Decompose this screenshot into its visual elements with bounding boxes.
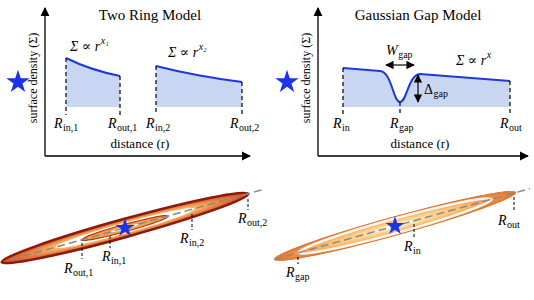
- math-symbol: R: [108, 117, 117, 131]
- gaussian-gap-plot: [275, 8, 528, 156]
- subscript: out,2: [239, 123, 259, 133]
- star-symbol: [386, 216, 405, 234]
- two-ring-disk: [0, 185, 265, 271]
- star-symbol: [116, 218, 135, 236]
- axis-label: surface density (Σ): [300, 33, 312, 123]
- math-symbol: R: [230, 117, 239, 131]
- subscript: gap: [295, 272, 309, 282]
- math-symbol: Σ ∝ r: [168, 46, 198, 60]
- math-symbol: Σ ∝ r: [456, 54, 486, 68]
- math-symbol: W: [386, 44, 398, 58]
- axis-label: surface density (Σ): [27, 33, 39, 123]
- math-symbol: R: [146, 117, 155, 131]
- superscript: x: [487, 50, 491, 60]
- subscript: in,1: [111, 256, 126, 266]
- math-symbol: R: [404, 240, 413, 254]
- math-symbol: R: [498, 214, 507, 228]
- subscript: in,2: [189, 238, 204, 248]
- superscript: x₂: [199, 42, 207, 52]
- subscript: gap: [398, 50, 412, 60]
- math-symbol: R: [180, 232, 189, 246]
- math-symbol: R: [64, 262, 73, 276]
- subscript: out: [507, 220, 520, 230]
- panel-title: Two Ring Model: [99, 8, 201, 23]
- math-symbol: R: [333, 117, 342, 131]
- subscript: out,1: [73, 268, 93, 278]
- subscript: gap: [434, 89, 448, 99]
- math-symbol: R: [286, 266, 295, 280]
- subscript: in: [342, 123, 350, 133]
- star-symbol: [275, 70, 298, 92]
- subscript: in: [413, 246, 421, 256]
- math-symbol: R: [500, 117, 509, 131]
- subscript: in,1: [63, 123, 78, 133]
- math-symbol: R: [238, 212, 247, 226]
- math-symbol: R: [390, 117, 399, 131]
- math-symbol: R: [102, 250, 111, 264]
- superscript: x₁: [101, 36, 109, 46]
- axis-label: distance (r): [391, 137, 450, 150]
- subscript: out,2: [247, 218, 267, 228]
- two-ring-plot: [6, 8, 250, 156]
- panel-title: Gaussian Gap Model: [355, 8, 482, 23]
- subscript: gap: [399, 123, 413, 133]
- subscript: out: [509, 123, 522, 133]
- gap-disk: [272, 184, 530, 268]
- math-symbol: R: [54, 117, 63, 131]
- subscript: out,1: [117, 123, 137, 133]
- subscript: in,2: [155, 123, 170, 133]
- math-symbol: Δ: [424, 83, 433, 97]
- math-symbol: Σ ∝ r: [70, 40, 100, 54]
- axis-label: distance (r): [111, 137, 170, 150]
